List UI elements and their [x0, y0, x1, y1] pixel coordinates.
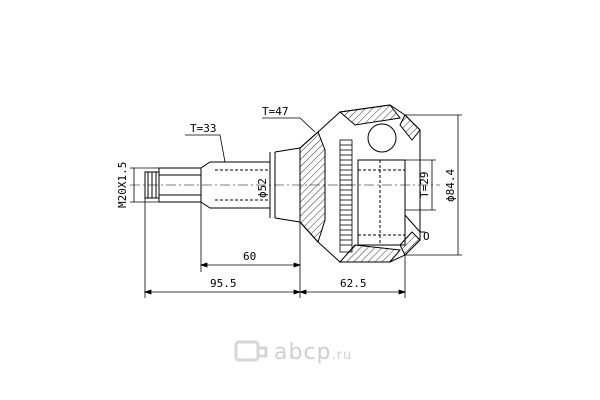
dim-outer — [405, 114, 462, 256]
threaded-end — [144, 167, 202, 203]
label-inner-teeth: T=29 — [418, 172, 431, 199]
dim-inner — [405, 159, 436, 211]
dim-thread — [130, 167, 159, 203]
label-dim-62-5: 62.5 — [340, 277, 367, 290]
dim-horizontal — [143, 198, 407, 298]
watermark-logo: abcp.ru — [232, 336, 392, 370]
circlip — [404, 214, 425, 233]
label-outer-diameter: ϕ84.4 — [444, 169, 457, 202]
label-teeth-abs: T=47 — [262, 105, 289, 118]
leader-lines — [185, 117, 316, 163]
label-ring-marker: O — [423, 230, 430, 243]
inner-race — [357, 123, 406, 246]
label-shaft-diameter: ϕ52 — [256, 178, 269, 198]
logo-icon — [234, 340, 268, 362]
label-dim-60: 60 — [243, 250, 256, 263]
label-dim-95-5: 95.5 — [210, 277, 237, 290]
logo-text: abcp.ru — [274, 340, 353, 365]
outer-housing — [299, 104, 421, 263]
label-teeth-outer: T=33 — [190, 122, 217, 135]
label-thread: M20X1.5 — [116, 162, 129, 208]
abs-ring — [339, 139, 353, 253]
